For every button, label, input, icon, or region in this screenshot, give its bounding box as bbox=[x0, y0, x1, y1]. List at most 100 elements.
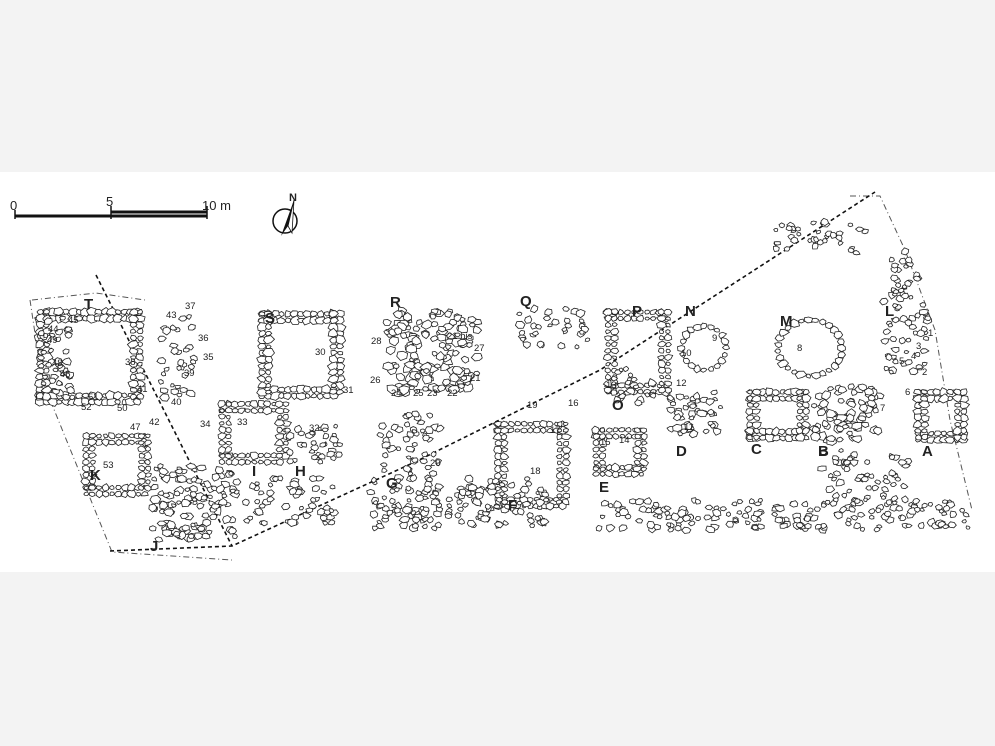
feature-number: 5 bbox=[899, 356, 904, 367]
rubble-40 bbox=[156, 314, 198, 402]
feature-number: 36 bbox=[198, 333, 209, 344]
feature-number: 40 bbox=[171, 397, 182, 408]
area-label: P bbox=[632, 303, 642, 320]
feature-number: 17 bbox=[550, 425, 561, 436]
area-label: J bbox=[150, 538, 158, 555]
stone-rubble bbox=[33, 217, 971, 543]
structure-A bbox=[912, 387, 971, 444]
area-label: M bbox=[780, 313, 793, 330]
feature-number: 33 bbox=[237, 417, 248, 428]
structure-Q bbox=[514, 304, 591, 350]
feature-number: 6 bbox=[905, 387, 910, 398]
structure-F bbox=[492, 420, 573, 511]
feature-number: 44 bbox=[48, 324, 59, 335]
feature-number: 1 bbox=[928, 328, 933, 339]
feature-number: 52 bbox=[81, 402, 92, 413]
structure-R bbox=[382, 306, 483, 398]
feature-number: 8 bbox=[797, 343, 802, 354]
feature-number: 3 bbox=[916, 341, 921, 352]
feature-number: 23 bbox=[427, 388, 438, 399]
feature-number: 21 bbox=[470, 373, 481, 384]
feature-number: 30 bbox=[315, 347, 326, 358]
feature-number: 13 bbox=[606, 380, 617, 391]
feature-number: 35 bbox=[203, 352, 214, 363]
area-label: C bbox=[751, 441, 762, 458]
rubble-east bbox=[888, 247, 923, 300]
structure-S bbox=[256, 308, 347, 401]
feature-number: 19 bbox=[527, 400, 538, 411]
area-label: T bbox=[84, 296, 93, 313]
area-label: F bbox=[508, 497, 517, 514]
feature-number: 11 bbox=[684, 422, 694, 433]
feature-number: 39 bbox=[184, 368, 195, 379]
structure-I bbox=[217, 399, 293, 466]
structure-J bbox=[148, 462, 242, 543]
feature-number: 32 bbox=[309, 423, 320, 434]
area-label: K bbox=[90, 467, 101, 484]
feature-number: 4 bbox=[911, 351, 916, 362]
feature-number: 43 bbox=[166, 310, 177, 321]
feature-number: 12 bbox=[676, 378, 687, 389]
structure-K bbox=[80, 432, 153, 499]
scale-bar: 0 5 10 m bbox=[10, 194, 231, 219]
structure-B bbox=[808, 383, 885, 446]
area-label: Q bbox=[520, 293, 532, 310]
trench-wall-south bbox=[595, 495, 971, 534]
area-label: N bbox=[685, 303, 696, 320]
structure-G-south bbox=[366, 474, 445, 533]
drawing-band bbox=[0, 172, 995, 572]
area-label: G bbox=[386, 475, 398, 492]
feature-number: 18 bbox=[530, 466, 541, 477]
structure-F-base bbox=[444, 474, 551, 529]
feature-number: 7 bbox=[880, 403, 885, 414]
feature-number: 14 bbox=[619, 435, 630, 446]
area-label: L bbox=[885, 303, 894, 320]
feature-number: 25 bbox=[413, 388, 424, 399]
area-label: B bbox=[818, 443, 829, 460]
scale-label-10m: 10 m bbox=[202, 198, 231, 213]
feature-number: 49 bbox=[47, 335, 58, 346]
rubble-north-east bbox=[772, 217, 869, 256]
rubble-B-south bbox=[817, 448, 913, 503]
feature-number: 47 bbox=[130, 422, 141, 433]
area-label: A bbox=[922, 443, 933, 460]
feature-number: 42 bbox=[149, 417, 160, 428]
feature-number: 38 bbox=[125, 357, 136, 368]
feature-number: 37 bbox=[185, 301, 196, 312]
feature-number: 41 bbox=[137, 384, 148, 395]
area-label: O bbox=[612, 397, 624, 414]
feature-number: 28 bbox=[371, 336, 382, 347]
feature-number: 10 bbox=[681, 348, 692, 359]
feature-number: 26 bbox=[370, 375, 381, 386]
structure-N bbox=[677, 322, 731, 374]
structure-H bbox=[284, 423, 344, 465]
scale-label-0: 0 bbox=[10, 198, 17, 213]
area-label: E bbox=[599, 479, 609, 496]
area-label: S bbox=[265, 310, 275, 327]
feature-number: 46 bbox=[60, 369, 71, 380]
feature-number: 31 bbox=[343, 385, 354, 396]
feature-number: 50 bbox=[117, 403, 128, 414]
area-label: H bbox=[295, 463, 306, 480]
feature-number: 51 bbox=[88, 392, 99, 403]
trench-wall-J-I bbox=[242, 475, 340, 527]
rubble-O bbox=[610, 365, 658, 407]
area-label: R bbox=[390, 294, 401, 311]
scale-label-5: 5 bbox=[106, 194, 113, 209]
north-arrow-icon: N bbox=[272, 192, 298, 236]
feature-number: 48 bbox=[52, 358, 63, 369]
structure-T-west bbox=[35, 315, 75, 401]
structure-E bbox=[590, 425, 650, 479]
feature-number: 27 bbox=[474, 343, 485, 354]
north-label: N bbox=[289, 192, 297, 204]
structure-L bbox=[879, 288, 932, 376]
area-label: I bbox=[252, 463, 256, 480]
feature-number: 15 bbox=[600, 437, 611, 448]
feature-number: 45 bbox=[68, 315, 79, 326]
feature-number: 21 bis bbox=[447, 331, 473, 342]
structure-M bbox=[774, 316, 846, 380]
feature-number: 9 bbox=[712, 333, 717, 344]
